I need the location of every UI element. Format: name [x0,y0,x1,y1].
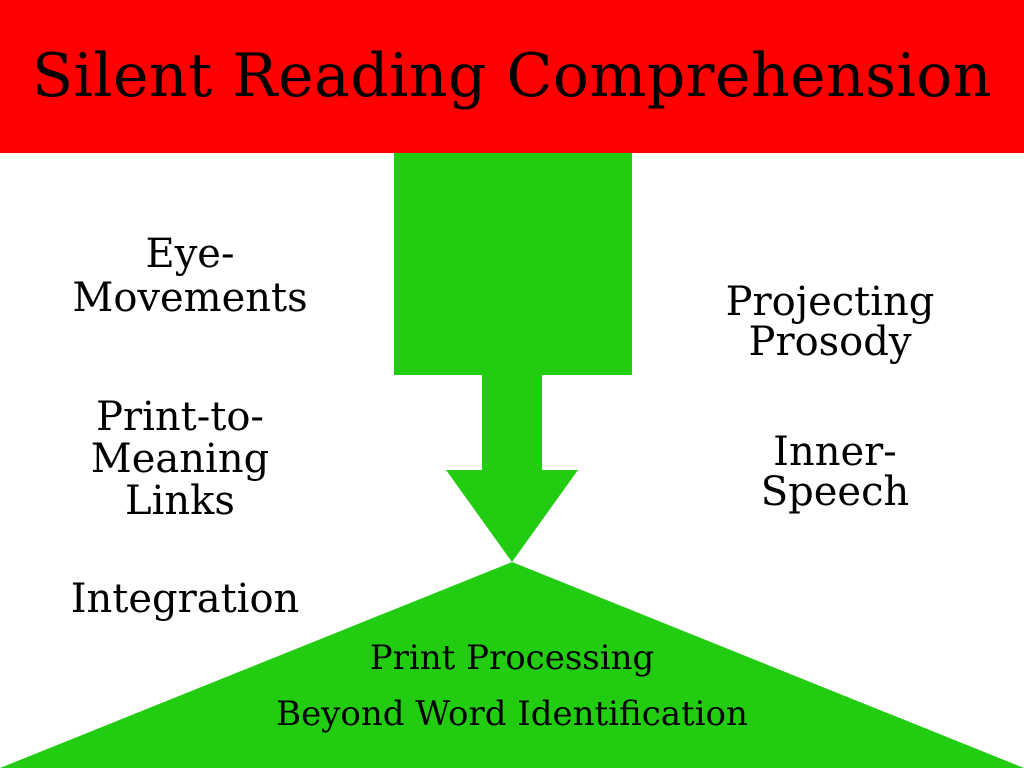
title-banner [0,0,1024,153]
base-caption: Print Processing Beyond Word Identificat… [212,630,812,742]
label-line: Print-to- [96,394,264,440]
label-eye-movements: Eye- Movements [40,232,340,320]
label-line: Speech [760,469,910,515]
label-line: Eye- [145,231,235,277]
label-line: Meaning [90,436,270,482]
base-caption-line-1: Print Processing [369,638,655,678]
label-inner-speech: Inner- Speech [685,432,985,512]
slide-title: Silent Reading Comprehension [31,41,993,111]
label-projecting-prosody: Projecting Prosody [680,282,980,362]
label-print-to-meaning-links: Print-to- Meaning Links [30,396,330,522]
label-line: Projecting [725,279,935,325]
label-line: Prosody [748,319,912,365]
base-triangle [0,562,1024,768]
label-line: Inner- [773,429,897,475]
arrow-head [446,470,578,562]
label-line: Movements [72,275,308,321]
arrow-upper-shaft [394,153,632,375]
label-line: Links [125,478,235,524]
label-integration: Integration [70,576,300,622]
base-caption-line-2: Beyond Word Identification [276,694,748,734]
arrow-lower-shaft [482,375,542,470]
